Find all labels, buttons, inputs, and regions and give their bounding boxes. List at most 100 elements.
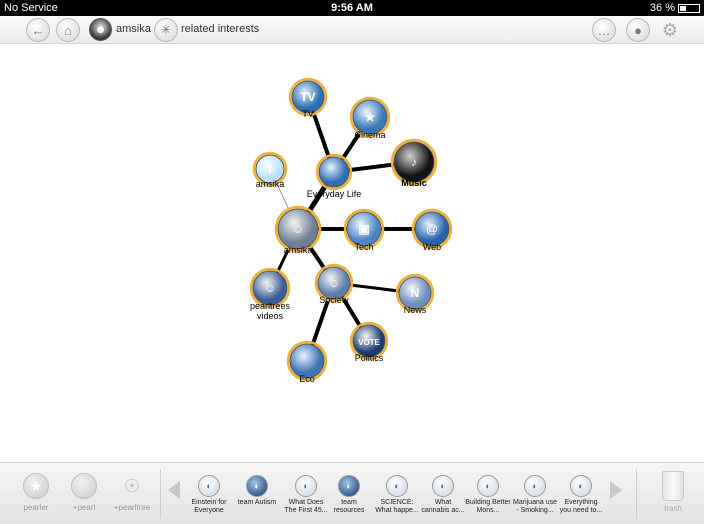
pearl-icon: ◐ [432, 475, 454, 497]
tech-pearl-icon [346, 211, 382, 247]
dock-pearl-label: team resources [333, 499, 365, 514]
avatar[interactable]: ☻ [89, 18, 112, 41]
pearl-label: Cinema [354, 130, 385, 140]
dock-pearl[interactable]: ◐team Autism [234, 475, 280, 507]
pearl-glyph: ▣ [358, 222, 369, 236]
dock-pearl[interactable]: ◐What cannabis ac... [420, 475, 466, 515]
pearl-label: Society [319, 295, 349, 305]
pearler-label: pearler [23, 503, 49, 512]
pearl-glyph: TV [300, 90, 315, 104]
clock: 9:56 AM [331, 2, 373, 14]
pearl-amsika[interactable]: ☺amsika [274, 205, 322, 255]
add-pearltree-button[interactable]: ☉ +pearltree [112, 473, 152, 513]
battery-indicator: 36 % [650, 2, 700, 14]
dock-pearl-label: Building Better Mons... [465, 499, 511, 514]
bottom-dock: ★ pearler +pearl ☉ +pearltree ◐ Einstein … [0, 462, 704, 524]
pearl-ring [349, 321, 389, 361]
scroll-right-icon[interactable] [610, 481, 622, 499]
pearl-glyph: @ [426, 222, 438, 236]
share-icon: ☉ [123, 475, 141, 496]
pearl-glyph: ☺ [264, 281, 276, 295]
robot-pearl-icon [277, 208, 319, 250]
globe-icon[interactable]: ● [626, 18, 650, 42]
top-bar: ← ⌂ ☻ amsika ✳ related interests … ● ⚙ [0, 16, 704, 44]
dock-pearl[interactable]: ◐Marijuana use - Smoking... [512, 475, 558, 515]
back-arrow-icon[interactable]: ← [26, 18, 50, 42]
pearl-web[interactable]: @ Web [411, 208, 453, 252]
pearl-label: videos [257, 311, 284, 321]
pearl-cinema[interactable]: ★Cinema [349, 96, 391, 140]
pearl-label: pearltrees [250, 301, 291, 311]
home-icon[interactable]: ⌂ [56, 18, 80, 42]
dock-pearl-label: What Does The First 45... [284, 499, 328, 514]
pearl-label: Music [401, 178, 427, 188]
pearl-glyph: ☺ [328, 276, 340, 290]
battery-icon [678, 3, 700, 13]
scroll-left-icon[interactable] [168, 481, 180, 499]
pearl-label: amsika [256, 179, 285, 189]
pearl-label: amsika [284, 245, 313, 255]
pearl-icon: ◐ [477, 475, 499, 497]
twitter-pearl-icon [255, 154, 285, 184]
dock-divider [160, 469, 161, 519]
pearl-icon [71, 473, 97, 499]
pearl-glyph: N [411, 286, 420, 300]
pearl-glyph: t [268, 162, 272, 176]
pearl-ring [314, 263, 354, 303]
trash-button[interactable]: trash [656, 471, 690, 513]
add-pearl-label: +pearl [72, 503, 96, 512]
pearl-twitter[interactable]: t amsika [252, 151, 288, 189]
battery-percent: 36 % [649, 2, 675, 14]
gear-icon[interactable]: ⚙ [661, 19, 679, 40]
speech-icon[interactable]: … [592, 18, 616, 42]
pearl-music[interactable]: ♪Music [390, 138, 438, 188]
dock-pearl-label: team Autism [237, 499, 277, 506]
pearl-everyday[interactable]: Everyday Life [307, 153, 362, 199]
pearl-label: Everyday Life [307, 189, 362, 199]
add-pearltree-label: +pearltree [113, 503, 151, 512]
section-title: related interests [181, 23, 260, 35]
pearl-ring [274, 205, 322, 253]
related-interests-icon[interactable]: ✳ [154, 18, 178, 42]
dock-pearl[interactable]: ◐Everything you need to... [558, 475, 604, 515]
pearl-ring [349, 96, 391, 138]
robot-pearl-icon [252, 270, 288, 306]
pearl-icon: ◐ [198, 475, 220, 497]
pearl-eco[interactable]: Eco [286, 340, 328, 384]
user-name[interactable]: amsika [116, 23, 151, 35]
pearl-icon: ◐ [524, 475, 546, 497]
vote-pearl-icon [352, 324, 386, 358]
pearl-ring [286, 340, 328, 382]
pearl-icon: ◐ [386, 475, 408, 497]
pearler-button[interactable]: ★ pearler [16, 473, 56, 512]
pearl-label: TV [302, 109, 314, 119]
dock-pearl-label: Everything you need to... [559, 499, 603, 514]
pearl-label: Web [423, 242, 441, 252]
pearl-ring [411, 208, 453, 250]
web-pearl-icon [414, 211, 450, 247]
dock-pearl[interactable]: ◐ team resources [326, 475, 372, 515]
dock-pearl[interactable]: ◐ Einstein for Everyone [186, 475, 232, 515]
pearl-ring [288, 77, 328, 117]
pearl-icon: ◐ [338, 475, 360, 497]
pearl-tv[interactable]: TV TV [288, 77, 328, 119]
dock-pearl[interactable]: ◐ Building Better Mons... [465, 475, 511, 515]
dock-pearl[interactable]: ◐What Does The First 45... [283, 475, 329, 515]
pearl-society[interactable]: ☺ Society [314, 263, 354, 305]
dock-pearl-label: Einstein for Everyone [191, 499, 227, 514]
pearl-label: Politics [355, 353, 384, 363]
dock-pearl-label: SCIENCE: What happe... [375, 499, 419, 514]
dock-pearl[interactable]: ◐ SCIENCE: What happe... [374, 475, 420, 515]
news-pearl-icon [398, 276, 432, 310]
dock-divider [636, 469, 637, 519]
star-pearl-icon [352, 99, 388, 135]
pearl-icon [289, 343, 325, 379]
pearl-tech[interactable]: ▣Tech [343, 208, 385, 252]
add-pearl-button[interactable]: +pearl [64, 473, 104, 512]
trash-icon [662, 471, 684, 501]
